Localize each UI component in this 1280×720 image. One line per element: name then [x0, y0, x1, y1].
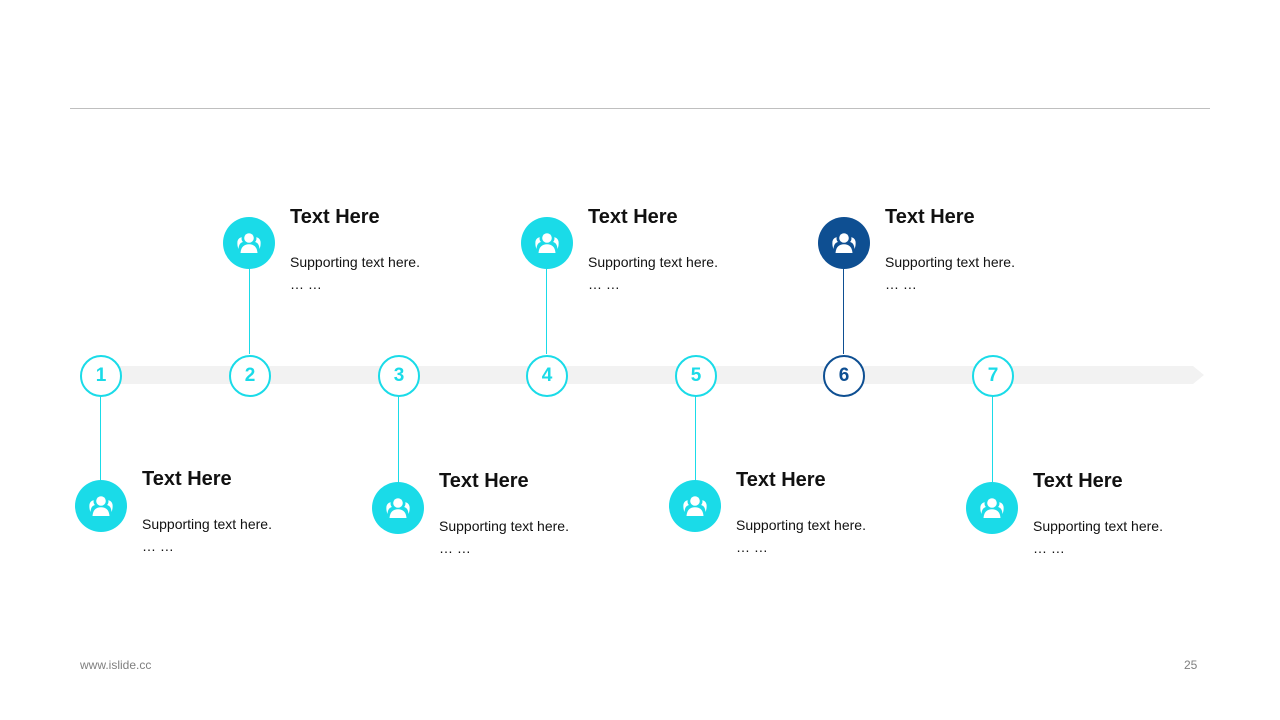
step-title-3: Text Here [439, 470, 529, 492]
stem-2 [249, 268, 250, 354]
step-ellipsis-6: … … [885, 276, 917, 292]
timeline-arrow-tip [1193, 366, 1204, 384]
step-text-5: Supporting text here. [736, 517, 866, 533]
user-group-icon [535, 233, 559, 253]
step-ellipsis-3: … … [439, 540, 471, 556]
step-number-7: 7 [972, 355, 1014, 397]
step-number-1: 1 [80, 355, 122, 397]
step-text-4: Supporting text here. [588, 254, 718, 270]
stem-7 [992, 396, 993, 484]
step-title-7: Text Here [1033, 470, 1123, 492]
stem-5 [695, 396, 696, 482]
user-group-icon [89, 496, 113, 516]
stem-6 [843, 268, 844, 354]
step-ellipsis-2: … … [290, 276, 322, 292]
step-ellipsis-5: … … [736, 539, 768, 555]
footer-url: www.islide.cc [80, 658, 152, 672]
step-ellipsis-7: … … [1033, 540, 1065, 556]
step-node-4 [521, 217, 573, 269]
user-group-icon [386, 498, 410, 518]
step-number-4: 4 [526, 355, 568, 397]
step-text-1: Supporting text here. [142, 516, 272, 532]
step-title-1: Text Here [142, 468, 232, 490]
step-number-3: 3 [378, 355, 420, 397]
step-number-6: 6 [823, 355, 865, 397]
step-number-2: 2 [229, 355, 271, 397]
step-node-3 [372, 482, 424, 534]
step-node-1 [75, 480, 127, 532]
step-title-6: Text Here [885, 206, 975, 228]
step-node-7 [966, 482, 1018, 534]
step-node-5 [669, 480, 721, 532]
step-text-7: Supporting text here. [1033, 518, 1163, 534]
step-title-2: Text Here [290, 206, 380, 228]
step-number-5: 5 [675, 355, 717, 397]
step-ellipsis-4: … … [588, 276, 620, 292]
user-group-icon [832, 233, 856, 253]
header-divider [70, 108, 1210, 109]
user-group-icon [980, 498, 1004, 518]
step-title-5: Text Here [736, 469, 826, 491]
user-group-icon [237, 233, 261, 253]
stem-3 [398, 396, 399, 484]
page-number: 25 [1184, 658, 1198, 672]
step-title-4: Text Here [588, 206, 678, 228]
step-text-2: Supporting text here. [290, 254, 420, 270]
step-text-3: Supporting text here. [439, 518, 569, 534]
step-node-6 [818, 217, 870, 269]
step-node-2 [223, 217, 275, 269]
step-ellipsis-1: … … [142, 538, 174, 554]
step-text-6: Supporting text here. [885, 254, 1015, 270]
user-group-icon [683, 496, 707, 516]
stem-1 [100, 396, 101, 482]
stem-4 [546, 268, 547, 354]
timeline-track [100, 366, 1193, 384]
